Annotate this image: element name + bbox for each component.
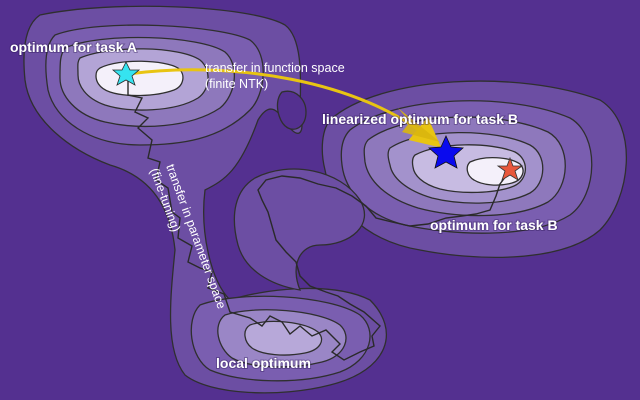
label-local-optimum: local optimum [216, 355, 311, 371]
ridge-region [233, 168, 366, 291]
basin-c-contour-core [244, 320, 323, 356]
fine-tuning-path [127, 76, 507, 361]
optimum-a-star [111, 61, 141, 86]
basin-a-notch [276, 90, 307, 130]
basin-c-contours [190, 295, 371, 382]
label-optimum-a: optimum for task A [10, 39, 137, 55]
function-space-arrowhead [398, 108, 440, 142]
label-optimum-b: optimum for task B [430, 217, 558, 233]
label-finite-ntk: (finite NTK) [205, 77, 268, 91]
function-space-arrow [127, 68, 442, 148]
optimum-b-star [496, 156, 524, 181]
label-function-space: transfer in function space [205, 61, 345, 75]
basin-a-contour-core [95, 60, 184, 97]
linearized-optimum-star [428, 135, 464, 169]
label-linearized-optimum-b: linearized optimum for task B [322, 111, 518, 127]
